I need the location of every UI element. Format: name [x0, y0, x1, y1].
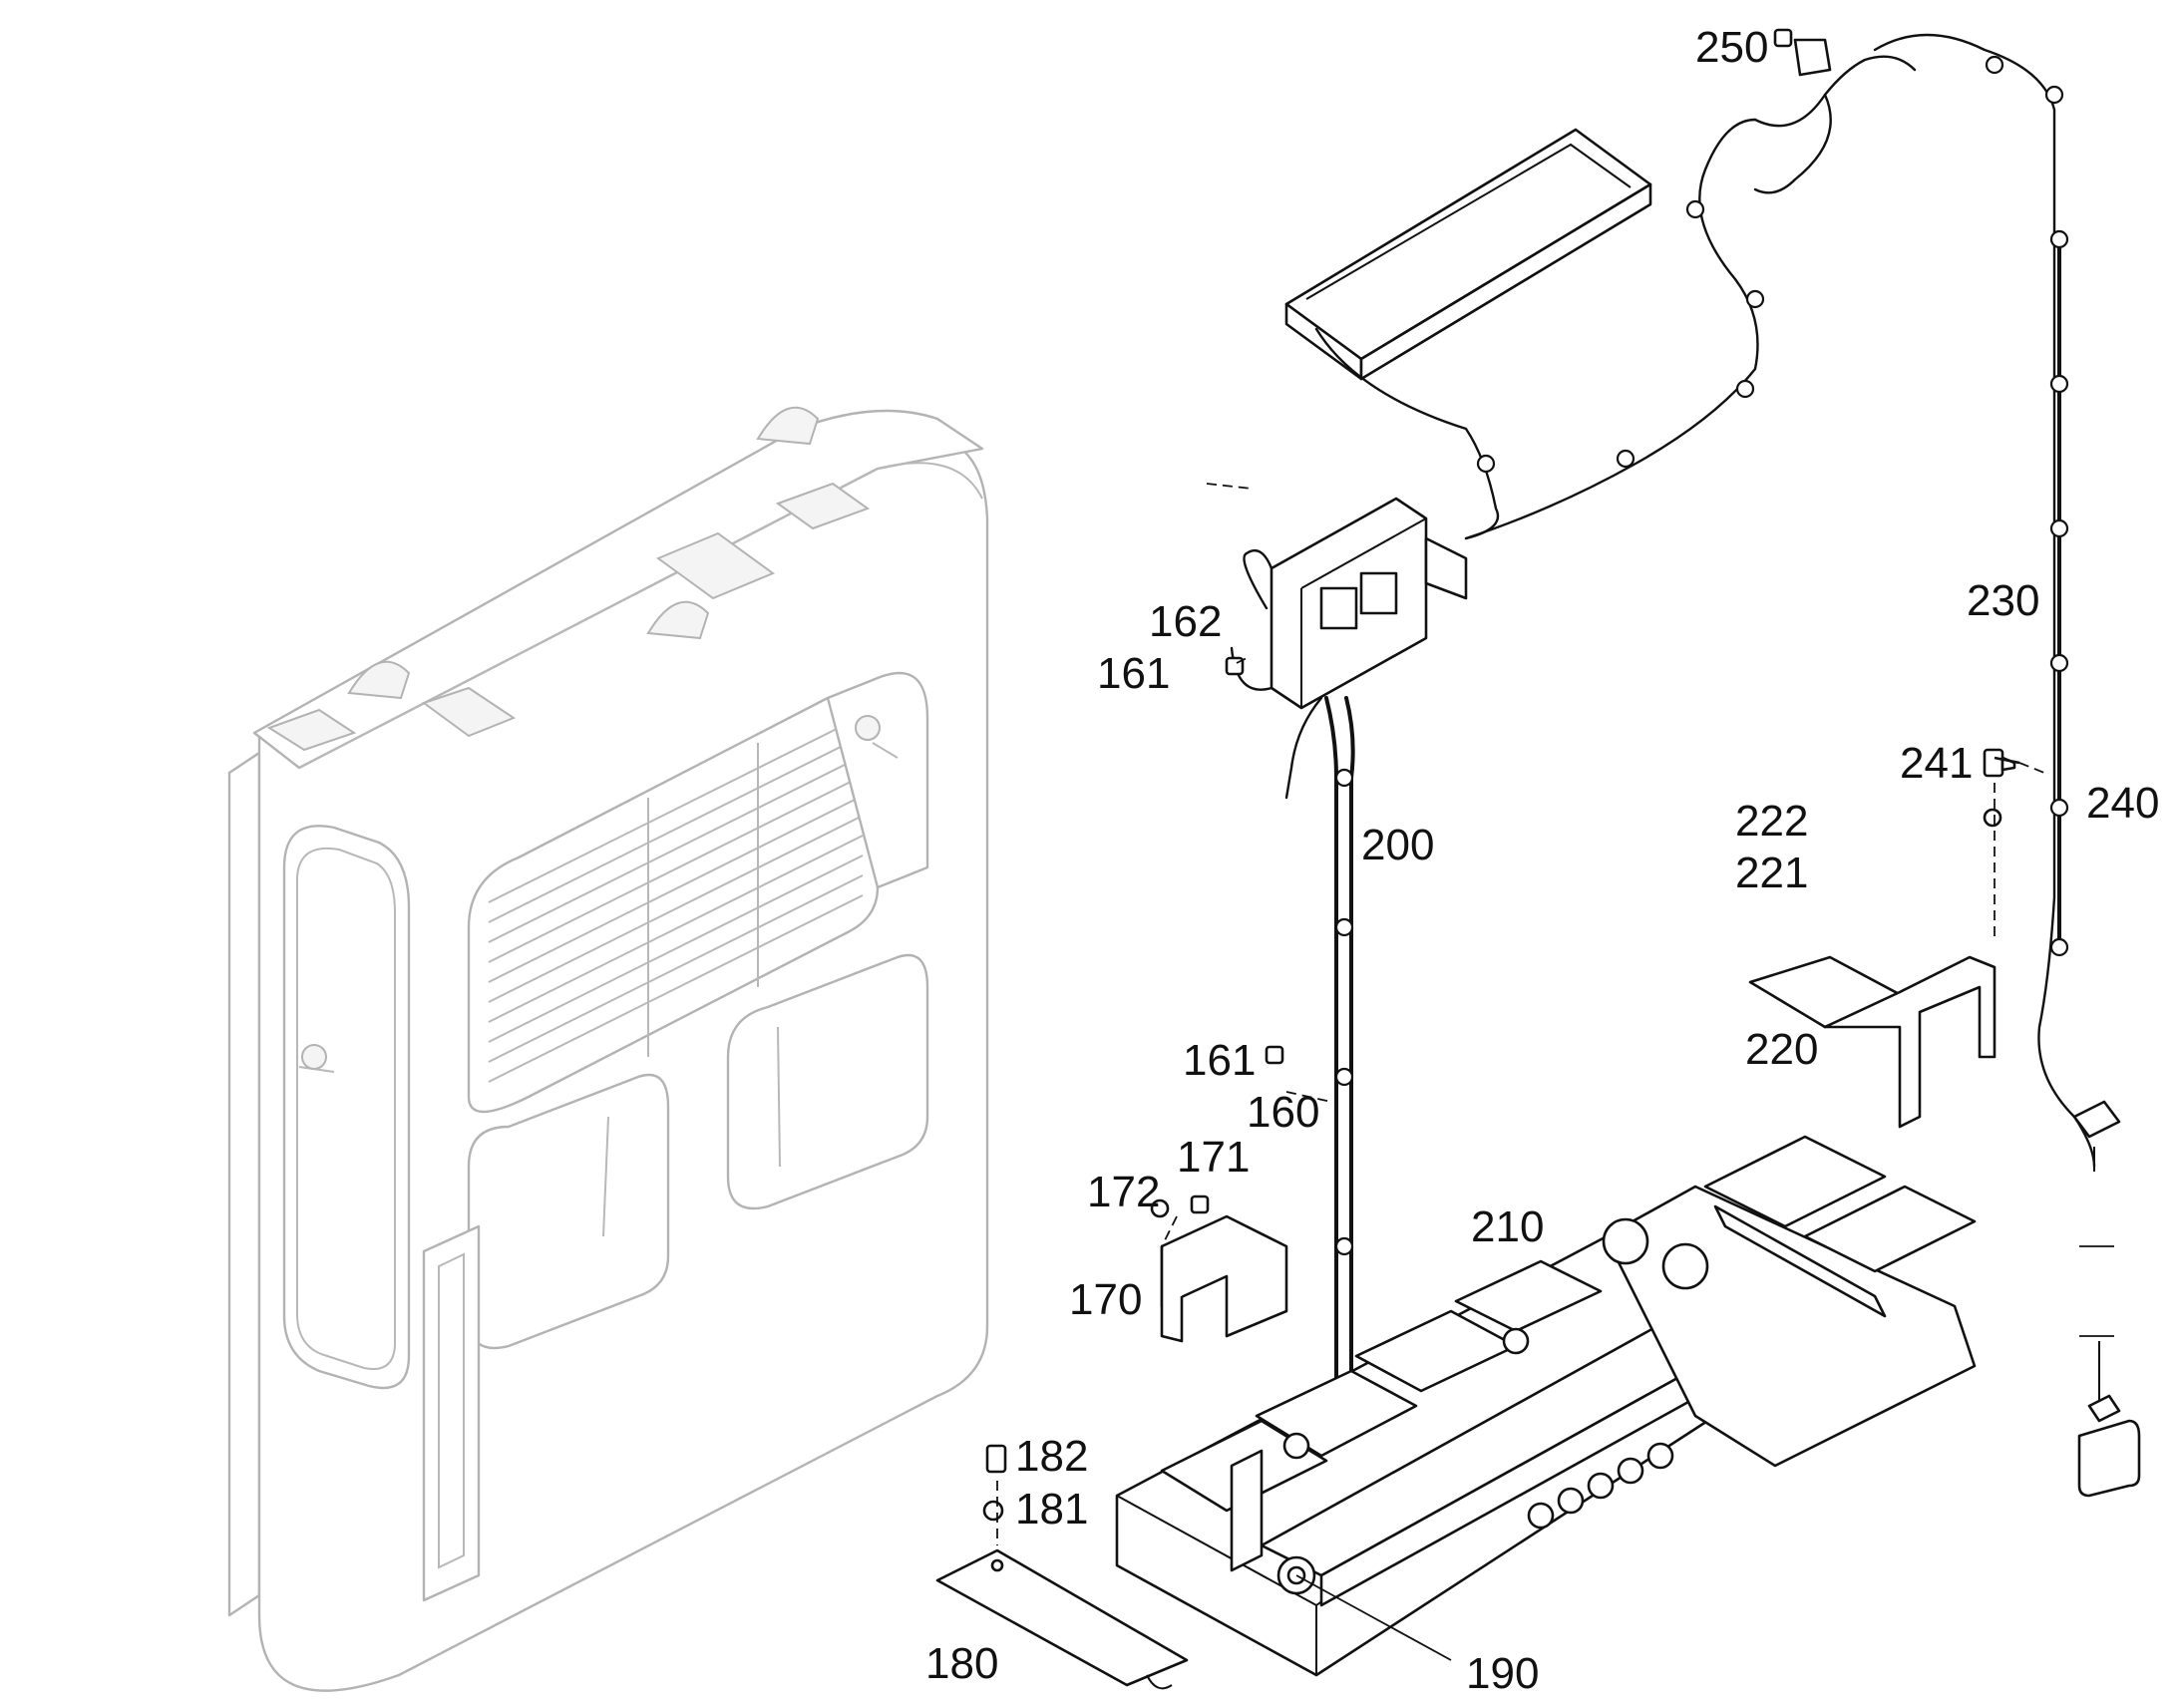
callout-160: 160: [1247, 1088, 1319, 1137]
top-cover: [1284, 128, 1652, 381]
callout-labels: 250 162 161 230 241 240 200 222 221 220 …: [925, 23, 2159, 1698]
callout-162: 162: [1149, 597, 1222, 646]
callout-240: 240: [2086, 779, 2159, 828]
terminal-row: [1282, 1327, 1674, 1530]
callout-200: 200: [1361, 821, 1434, 869]
plate-180: [935, 1548, 1189, 1690]
callout-182: 182: [1015, 1432, 1088, 1481]
battery-tray: [1115, 1135, 1977, 1677]
junction-box: [1270, 497, 1468, 710]
callout-210: 210: [1471, 1202, 1544, 1251]
callout-220: 220: [1745, 1025, 1818, 1074]
callout-241: 241: [1900, 739, 1973, 788]
callout-190: 190: [1466, 1649, 1539, 1698]
connector-230: [2072, 1100, 2141, 1498]
callout-180: 180: [925, 1639, 998, 1688]
grille-slats: [488, 715, 864, 1083]
callout-230: 230: [1967, 576, 2039, 625]
bracket-220: [1748, 955, 1997, 1129]
callout-221: 221: [1735, 849, 1808, 897]
callout-171: 171: [1177, 1133, 1250, 1182]
callout-172: 172: [1087, 1168, 1160, 1216]
cable-harness-routing: [1314, 55, 1917, 540]
callout-161-upper: 161: [1097, 649, 1170, 698]
callout-161-lower: 161: [1183, 1036, 1256, 1085]
leader-lines: [996, 483, 2045, 1661]
callout-181: 181: [1015, 1485, 1088, 1534]
housing-cabinet-ghost: [227, 406, 989, 1692]
bracket-170: [1160, 1214, 1288, 1343]
callout-222: 222: [1735, 797, 1808, 846]
callout-170: 170: [1069, 1275, 1142, 1324]
callout-250: 250: [1695, 23, 1768, 72]
